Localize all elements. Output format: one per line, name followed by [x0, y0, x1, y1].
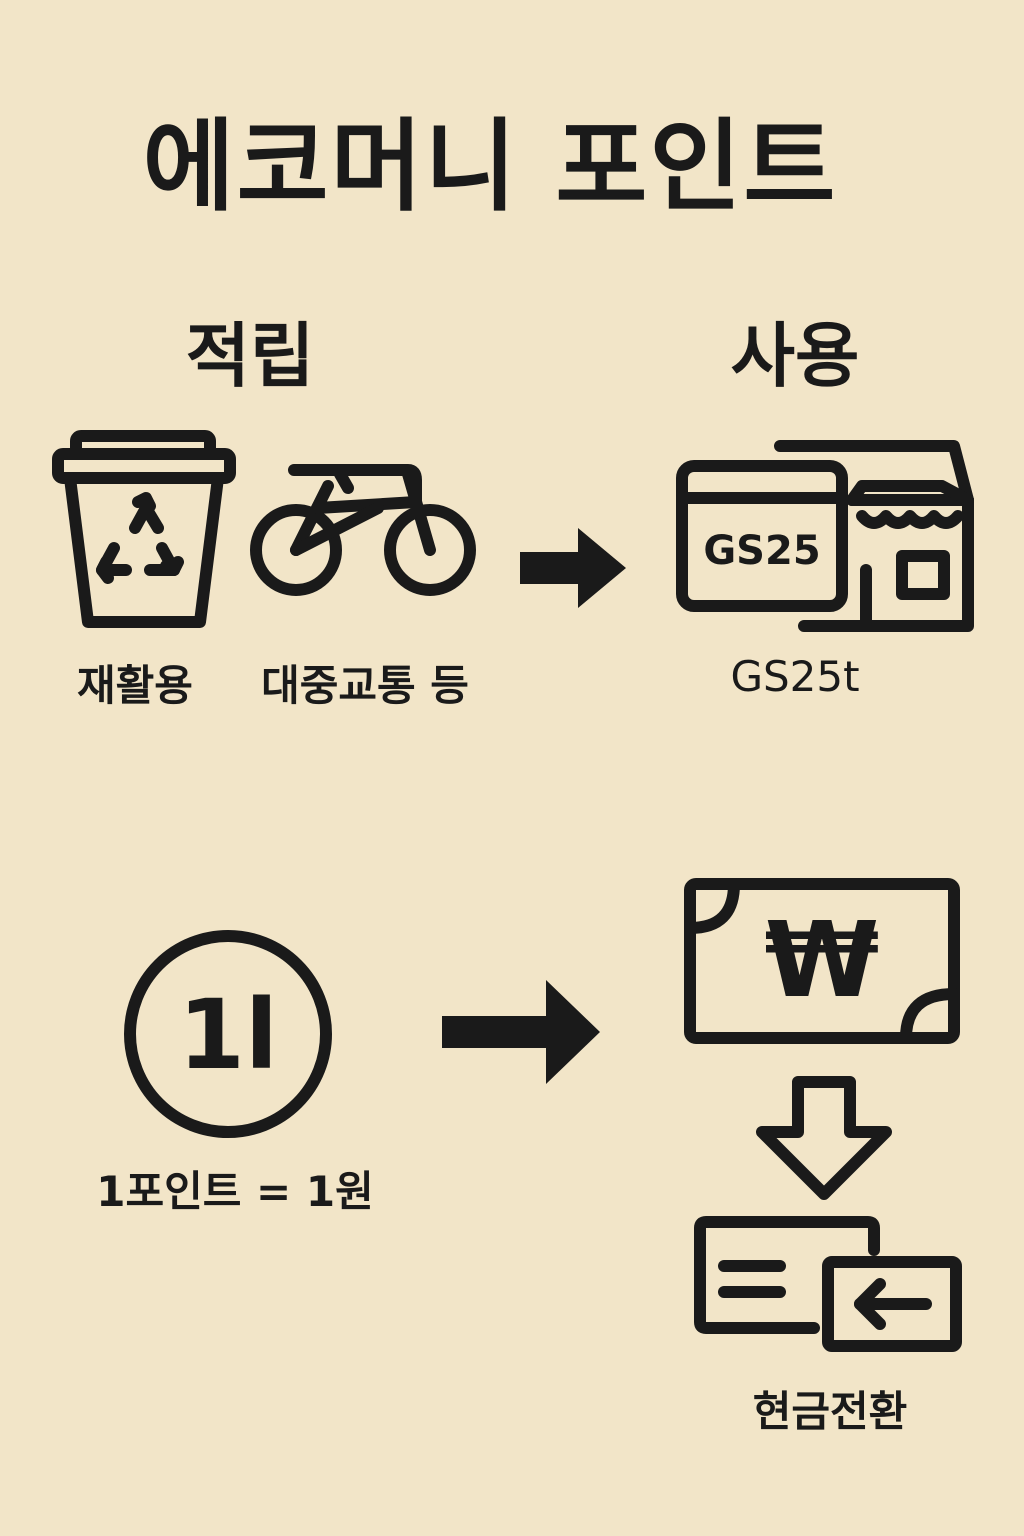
store-label: GS25t [730, 652, 860, 701]
rate-label: 1포인트 = 1원 [96, 1167, 374, 1216]
down-arrow-icon [756, 1076, 892, 1200]
coin-text: 1l [178, 979, 278, 1091]
right-arrow-icon [520, 528, 626, 608]
page-title: 에코머니 포인트 [142, 108, 838, 225]
won-banknote-icon: ₩ [684, 878, 960, 1044]
won-symbol: ₩ [765, 899, 880, 1021]
recycle-bin-icon [52, 430, 236, 628]
convenience-store-icon: GS25 [676, 440, 974, 632]
cash-transfer-icon [694, 1216, 962, 1352]
earn-heading: 적립 [185, 315, 315, 397]
use-heading: 사용 [730, 315, 860, 397]
point-coin-icon: 1l [124, 930, 332, 1138]
bicycle-icon [250, 464, 476, 596]
cash-label: 현금전환 [752, 1387, 908, 1436]
transit-label: 대중교통 등 [261, 661, 469, 710]
right-arrow-icon [442, 980, 600, 1084]
store-sign-text: GS25 [703, 528, 820, 574]
recycle-label: 재활용 [77, 661, 193, 710]
